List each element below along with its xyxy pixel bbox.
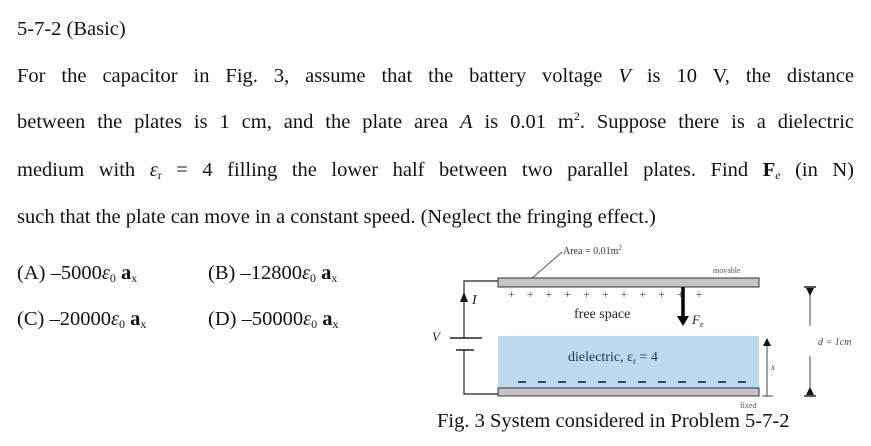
option-label: (A) — [17, 262, 46, 284]
subscript: x — [131, 271, 138, 285]
problem-text-line-2: between the plates is 1 cm, and the plat… — [17, 109, 854, 134]
text: = 4 filling the lower half between two p… — [161, 159, 763, 181]
movable-plate — [497, 277, 760, 288]
option-value: –50000 — [241, 308, 304, 330]
symbol-force: F — [762, 159, 776, 181]
fixed-label: fixed — [740, 401, 756, 410]
voltage-label: V — [432, 329, 442, 344]
subscript: r — [157, 168, 162, 182]
problem-id: 5-7-2 — [17, 18, 62, 40]
force-label: Fe — [691, 312, 704, 329]
movable-label: movable — [713, 266, 741, 275]
current-label: I — [471, 293, 478, 308]
superscript: 2 — [573, 109, 580, 123]
epsilon: ε — [301, 262, 311, 284]
symbol-a: A — [460, 111, 473, 133]
subscript: x — [331, 271, 338, 285]
wire-bottom — [463, 350, 498, 395]
option-a[interactable]: (A) –5000ε0 ax — [17, 262, 137, 286]
subscript: x — [140, 317, 147, 331]
capacitor-figure: Area = 0.01m2 movable V I + + + + + + + … — [432, 244, 851, 410]
text: For the capacitor in Fig. 3, assume that… — [17, 65, 619, 87]
problem-text-line-3: medium with εr = 4 filling the lower hal… — [17, 159, 854, 183]
subscript: 0 — [109, 271, 116, 285]
option-value: –12800 — [240, 262, 302, 284]
option-d[interactable]: (D) –50000ε0 ax — [208, 308, 339, 332]
option-b[interactable]: (B) –12800ε0 ax — [208, 262, 337, 286]
problem-header: 5-7-2 (Basic) — [17, 18, 126, 41]
d-label: d = 1cm — [818, 337, 851, 348]
d-arrow-top-icon — [806, 288, 814, 296]
epsilon: ε — [101, 262, 110, 284]
option-label: (B) — [208, 262, 236, 284]
option-label: (D) — [208, 308, 237, 330]
area-leader-line — [529, 251, 563, 281]
symbol-epsilon: ε — [149, 159, 158, 181]
problem-text-line-4: such that the plate can move in a consta… — [17, 206, 656, 228]
figure-caption: Fig. 3 System considered in Problem 5-7-… — [437, 410, 790, 432]
subscript: 0 — [310, 271, 317, 285]
problem-level: (Basic) — [66, 18, 126, 40]
text: is 0.01 m — [472, 111, 574, 133]
unit-vector: a — [322, 308, 333, 330]
area-label: Area = 0.01m2 — [563, 244, 622, 257]
text: between the plates is 1 cm, and the plat… — [17, 111, 461, 133]
option-value: –20000 — [49, 308, 111, 330]
wire-top — [463, 280, 498, 338]
text: medium with — [17, 159, 150, 181]
fixed-plate — [497, 387, 760, 397]
problem-text-line-1: For the capacitor in Fig. 3, assume that… — [17, 65, 854, 88]
unit-vector: a — [321, 262, 332, 284]
current-arrow-icon — [460, 292, 468, 302]
text: . Suppose there is a dielectric — [579, 111, 854, 133]
option-label: (C) — [17, 308, 45, 330]
unit-vector: a — [121, 262, 132, 284]
epsilon: ε — [110, 308, 120, 330]
option-value: –5000 — [50, 262, 102, 284]
subscript: 0 — [119, 317, 126, 331]
dielectric-label: dielectric, εr = 4 — [568, 350, 658, 366]
force-arrow-icon — [677, 316, 689, 326]
free-space-label: free space — [574, 307, 630, 322]
dielectric-region — [498, 336, 759, 388]
text: (in N) — [780, 159, 855, 181]
unit-vector: a — [130, 308, 141, 330]
d-arrow-bottom-icon — [806, 387, 814, 395]
subscript: e — [775, 168, 781, 182]
x-label: x — [770, 362, 775, 372]
option-c[interactable]: (C) –20000ε0 ax — [17, 308, 146, 332]
positive-charges: + + + + + + + + + + + — [508, 287, 707, 301]
subscript: 0 — [311, 317, 318, 331]
text: is 10 V, the distance — [630, 65, 854, 87]
x-arrow-icon — [763, 338, 771, 346]
symbol-v: V — [618, 65, 631, 87]
epsilon: ε — [303, 308, 312, 330]
subscript: x — [332, 317, 339, 331]
